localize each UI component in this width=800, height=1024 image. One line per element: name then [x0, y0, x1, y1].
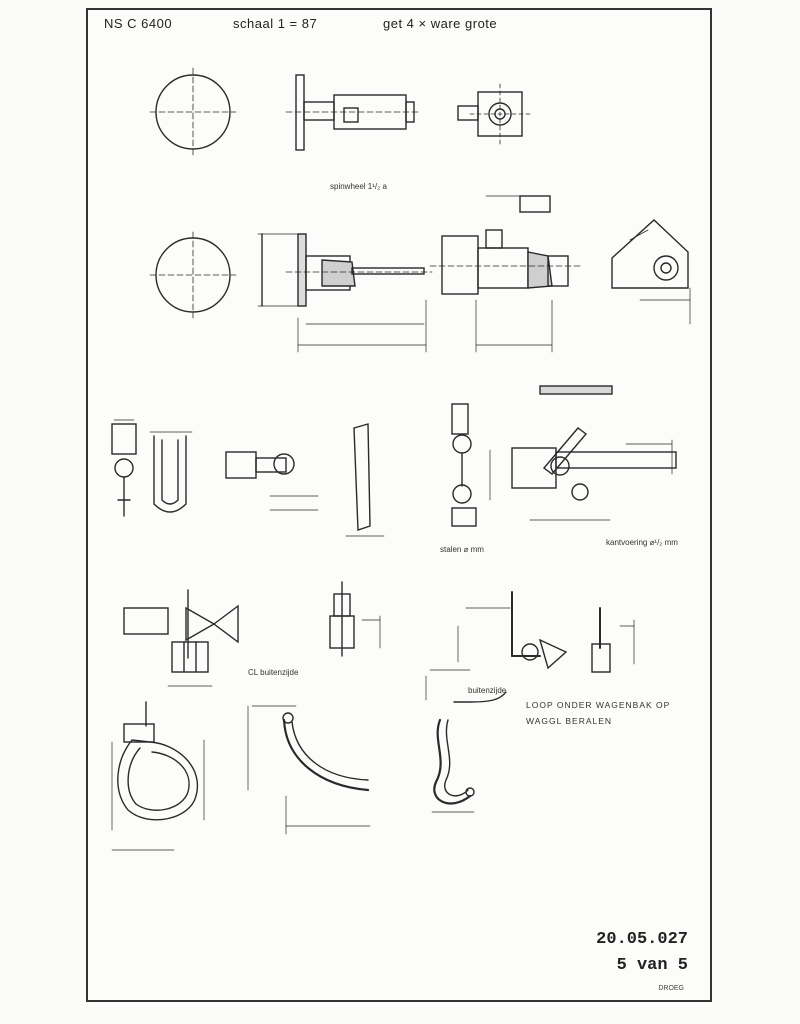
axle-box-end-view-top: [457, 83, 531, 145]
axle-box-corner-view: [611, 219, 691, 325]
strap-part: [345, 423, 385, 537]
label-spinwheel: spinwheel 1¹/₂ a: [330, 182, 387, 191]
curved-step-part: [247, 705, 371, 835]
label-cl-buitenzijde: CL buitenzijde: [248, 668, 299, 677]
small-lever-part: [225, 451, 319, 511]
wheel-section-view: [257, 233, 433, 353]
angle-bracket-part: [457, 591, 568, 670]
axle-side-view-top: [285, 74, 421, 151]
title-block-small-text: DROEG: [658, 985, 684, 992]
drawing-enlargement: get 4 × ware grote: [383, 16, 498, 31]
drawing-sheet: [86, 8, 712, 1002]
drawing-scale: schaal 1 = 87: [233, 16, 318, 31]
wheel-face-view-middle: [149, 231, 237, 319]
u-shaped-wire-part: [149, 431, 193, 513]
label-loop-line-2: WAGGL BERALEN: [526, 716, 613, 726]
sheet-number: 5 van 5: [616, 956, 688, 975]
brake-lever-assembly: [511, 385, 677, 521]
drawing-code: NS C 6400: [104, 16, 173, 31]
wheel-face-view-top: [149, 67, 237, 157]
axle-box-section-view: [429, 195, 581, 353]
chain-link-part: [451, 403, 491, 527]
label-stalen: stalen ⌀ mm: [440, 545, 484, 554]
rod-end-part: [591, 607, 635, 673]
label-buitenzijde: buitenzijde: [468, 686, 507, 695]
label-loop-line-1: LOOP ONDER WAGENBAK OP: [526, 700, 671, 710]
post-part: [329, 581, 381, 657]
s-shaped-step-part: [425, 669, 507, 813]
curved-hook-part-left: [111, 701, 205, 851]
lamp-bracket-part: [111, 419, 137, 517]
hook-coupler-part: [123, 589, 239, 687]
drawing-number: 20.05.027: [596, 930, 688, 949]
label-kantvoering: kantvoering ⌀¹/₂ mm: [606, 538, 678, 547]
